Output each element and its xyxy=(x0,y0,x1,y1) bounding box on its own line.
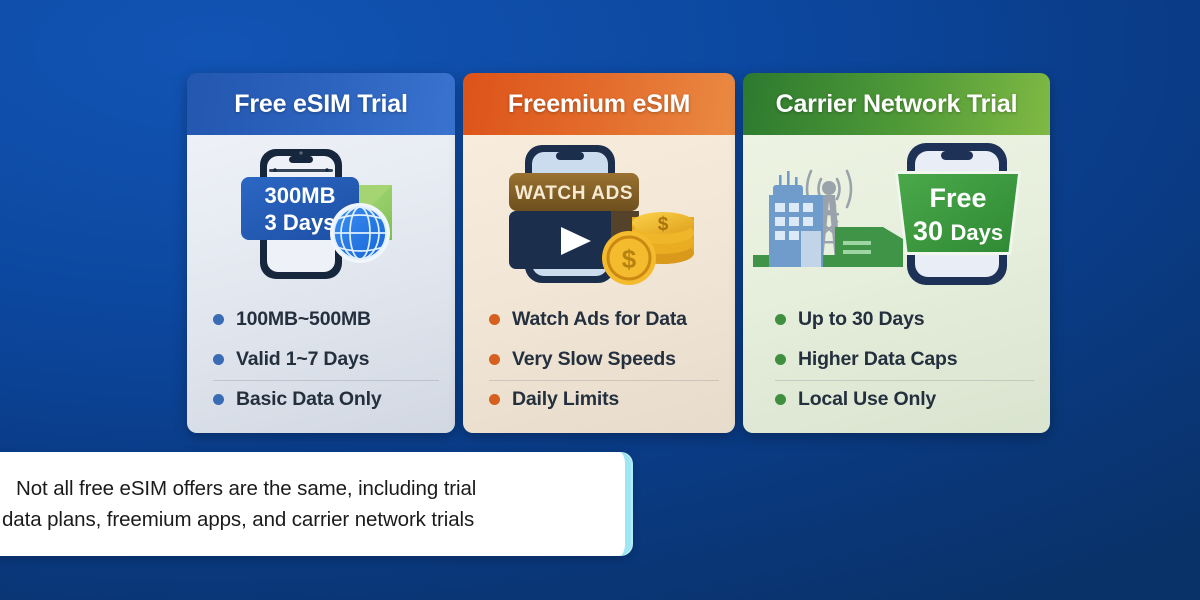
svg-text:300MB: 300MB xyxy=(265,183,336,208)
card-body-freemium-esim: WATCH ADS xyxy=(463,135,735,433)
svg-text:$: $ xyxy=(622,244,637,274)
card-header-free-esim-trial: Free eSIM Trial xyxy=(187,73,455,135)
svg-text:$: $ xyxy=(658,214,669,235)
svg-text:WATCH ADS: WATCH ADS xyxy=(515,183,633,204)
feature-label: Local Use Only xyxy=(798,387,937,410)
card-title: Freemium eSIM xyxy=(507,89,691,118)
feature-label: Valid 1~7 Days xyxy=(236,347,370,370)
comparison-cards-row: Free eSIM Trial xyxy=(187,73,1050,433)
feature-list-freemium-esim: Watch Ads for Data Very Slow Speeds Dail… xyxy=(463,293,735,433)
data-allowance-tag: 300MB 3 Days xyxy=(241,177,359,240)
feature-item: Higher Data Caps xyxy=(743,339,1050,381)
caption-line-1: Not all free eSIM offers are the same, i… xyxy=(16,477,477,500)
feature-item: Up to 30 Days xyxy=(743,299,1050,339)
card-header-freemium-esim: Freemium eSIM xyxy=(463,73,735,135)
svg-text:30 Days: 30 Days xyxy=(913,216,1003,246)
coin-icon: $ xyxy=(602,231,656,285)
feature-item: Watch Ads for Data xyxy=(463,299,735,339)
bullet-icon xyxy=(213,393,224,405)
illustration-cell-tower-building-and-phone-with-free-tag: Free 30 Days xyxy=(743,135,1050,293)
caption-box: Not all free eSIM offers are the same, i… xyxy=(0,452,631,556)
card-body-carrier-network-trial: Free 30 Days Up to 30 Days Higher Data C… xyxy=(743,135,1050,433)
office-building-icon xyxy=(769,171,823,267)
illustration-phone-with-data-tag-and-globe: 300MB 3 Days xyxy=(187,135,455,293)
bullet-icon xyxy=(213,353,224,365)
feature-label: Basic Data Only xyxy=(236,387,382,410)
watch-ads-banner: WATCH ADS xyxy=(509,173,639,211)
card-body-free-esim-trial: 300MB 3 Days xyxy=(187,135,455,433)
bullet-icon xyxy=(775,393,786,405)
card-carrier-network-trial[interactable]: Carrier Network Trial xyxy=(743,73,1050,433)
feature-label: Higher Data Caps xyxy=(798,347,958,370)
bullet-icon xyxy=(213,313,224,325)
feature-label: Watch Ads for Data xyxy=(512,307,687,330)
feature-label: Very Slow Speeds xyxy=(512,347,676,370)
card-free-esim-trial[interactable]: Free eSIM Trial xyxy=(187,73,455,433)
feature-label: Up to 30 Days xyxy=(798,307,925,330)
card-title: Free eSIM Trial xyxy=(234,89,408,118)
bullet-icon xyxy=(489,353,500,365)
feature-item: Daily Limits xyxy=(463,379,735,419)
bullet-icon xyxy=(775,353,786,365)
feature-item: Valid 1~7 Days xyxy=(187,339,455,381)
card-title: Carrier Network Trial xyxy=(775,89,1018,118)
free-trial-tag: Free 30 Days xyxy=(895,171,1021,255)
feature-item: Basic Data Only xyxy=(187,379,455,419)
globe-icon xyxy=(330,203,390,263)
caption-line-2: data plans, freemium apps, and carrier n… xyxy=(2,508,475,531)
card-header-carrier-network-trial: Carrier Network Trial xyxy=(743,73,1050,135)
illustration-phone-with-watch-ads-video-and-coins: WATCH ADS xyxy=(463,135,735,293)
feature-item: Very Slow Speeds xyxy=(463,339,735,381)
bullet-icon xyxy=(489,393,500,405)
feature-list-carrier-network-trial: Up to 30 Days Higher Data Caps Local Use… xyxy=(743,293,1050,433)
svg-text:3 Days: 3 Days xyxy=(265,210,336,235)
svg-text:Free: Free xyxy=(929,183,986,213)
feature-label: Daily Limits xyxy=(512,387,620,410)
feature-item: 100MB~500MB xyxy=(187,299,455,339)
feature-item: Local Use Only xyxy=(743,379,1050,419)
bullet-icon xyxy=(775,313,786,325)
bullet-icon xyxy=(489,313,500,325)
feature-list-free-esim-trial: 100MB~500MB Valid 1~7 Days Basic Data On… xyxy=(187,293,455,433)
card-freemium-esim[interactable]: Freemium eSIM xyxy=(463,73,735,433)
feature-label: 100MB~500MB xyxy=(236,307,371,330)
